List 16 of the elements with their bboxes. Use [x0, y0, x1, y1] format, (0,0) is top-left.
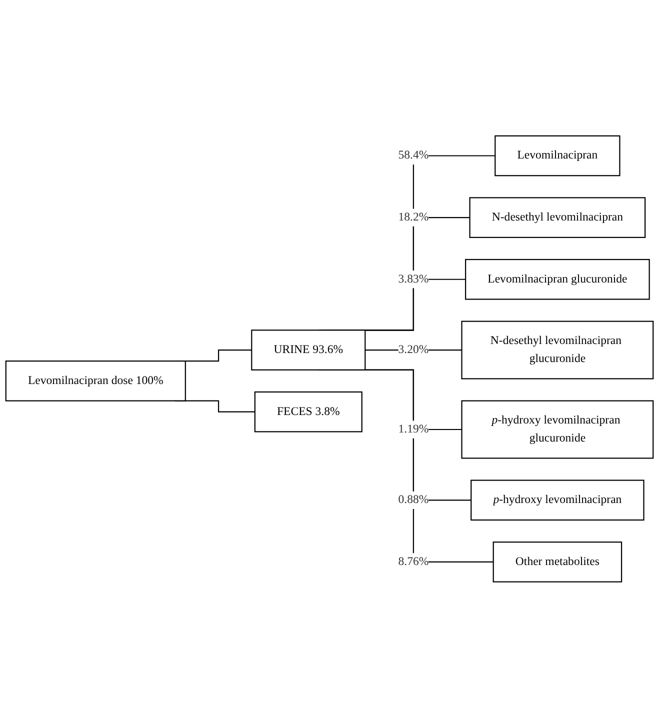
- node-box: Levomilnacipran dose 100%: [5, 360, 186, 401]
- edge-label: 3.83%: [398, 272, 429, 285]
- node-box: URINE 93.6%: [251, 329, 366, 370]
- node-box: p-hydroxy levomilnacipran glucuronide: [461, 400, 654, 458]
- edge-label: 58.4%: [398, 148, 429, 162]
- node-box: FECES 3.8%: [254, 391, 362, 432]
- edge-label: 8.76%: [398, 554, 429, 568]
- node-box: N-desethyl levomilnacipran: [469, 196, 646, 238]
- node-box: Other metabolites: [492, 541, 622, 582]
- node-box: Levomilnacipran: [494, 134, 620, 176]
- edge-label: 1.19%: [398, 422, 429, 436]
- edge-label: 3.20%: [398, 343, 429, 356]
- edge-label: 0.88%: [398, 493, 429, 506]
- node-box: N-desethyl levomilnacipran glucuronide: [461, 320, 654, 379]
- edge-label: 18.2%: [398, 210, 429, 224]
- node-box: Levomilnacipran glucuronide: [465, 258, 650, 300]
